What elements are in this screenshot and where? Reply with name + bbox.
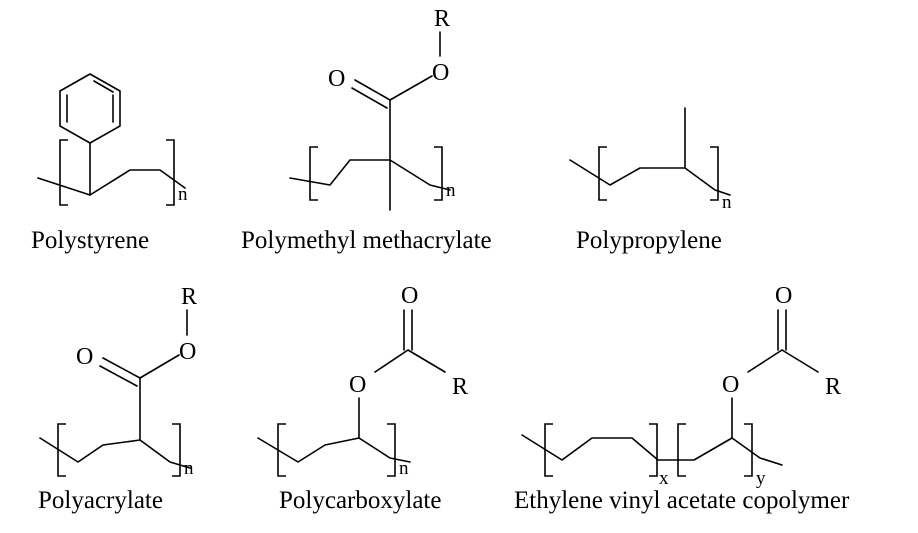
benzene-ring <box>59 73 121 144</box>
repeat-subscript: n <box>722 192 732 213</box>
polymethyl-methacrylate-structure: R O O n <box>289 6 456 211</box>
caption-polycarboxylate: Polycarboxylate <box>279 487 441 514</box>
polycarboxylate-structure: O R O n <box>257 283 468 479</box>
backbone-chain <box>521 434 783 466</box>
caption-polystyrene: Polystyrene <box>31 227 149 254</box>
backbone-chain <box>289 159 451 191</box>
left-bracket <box>277 423 286 477</box>
vinyl-acetate-left-bracket <box>677 423 686 477</box>
ethylene-right-bracket <box>649 423 658 477</box>
polypropylene-structure: n <box>569 107 732 213</box>
carbonyl-o-bond <box>374 349 409 373</box>
carbonyl-r-bond <box>781 349 819 373</box>
r-group-label: R <box>434 6 450 32</box>
carbonyl-r-bond <box>407 349 446 373</box>
caption-polymethyl-methacrylate: Polymethyl methacrylate <box>241 227 492 254</box>
backbone-chain <box>39 437 191 469</box>
caption-polyacrylate: Polyacrylate <box>38 487 163 514</box>
polyacrylate-structure: R O O n <box>39 284 197 479</box>
carbonyl-double-bond <box>354 79 391 101</box>
right-bracket <box>387 423 396 477</box>
o-carbonyl-bond <box>389 75 433 101</box>
backbone-chain <box>569 159 731 196</box>
carbonyl-oxygen-label: O <box>328 66 345 92</box>
r-group-label: R <box>825 374 841 400</box>
left-bracket <box>57 423 66 477</box>
repeat-subscript-x: x <box>659 468 669 489</box>
left-bracket <box>598 146 607 201</box>
carbonyl-oxygen-label: O <box>775 283 792 309</box>
carbonyl-o-bond <box>747 349 783 373</box>
carbonyl-oxygen-label: O <box>76 344 93 370</box>
left-bracket <box>309 146 318 201</box>
right-bracket <box>172 423 181 477</box>
ethylene-left-bracket <box>544 423 553 477</box>
ester-oxygen-label: O <box>722 372 739 398</box>
o-carbonyl-bond <box>139 354 180 379</box>
repeat-subscript: n <box>178 184 188 205</box>
repeat-subscript: n <box>399 458 409 479</box>
backbone-chain <box>257 437 411 463</box>
polystyrene-structure: n <box>37 73 188 206</box>
carbonyl-double-bond <box>99 365 138 387</box>
repeat-subscript: n <box>184 458 194 479</box>
carbonyl-double-bond <box>102 357 141 379</box>
ester-oxygen-label: O <box>179 339 196 365</box>
right-bracket <box>166 139 175 206</box>
eva-copolymer-structure: O R O x y <box>521 283 841 489</box>
carbonyl-double-bond <box>351 87 388 109</box>
right-bracket <box>434 146 443 201</box>
ester-oxygen-label: O <box>349 372 366 398</box>
right-bracket <box>710 146 719 201</box>
caption-eva-copolymer: Ethylene vinyl acetate copolymer <box>514 487 850 514</box>
r-group-label: R <box>452 374 468 400</box>
repeat-subscript-y: y <box>756 468 766 489</box>
vinyl-acetate-right-bracket <box>744 423 753 477</box>
ester-oxygen-label: O <box>432 60 449 86</box>
repeat-subscript: n <box>446 180 456 201</box>
backbone-chain <box>37 169 186 196</box>
caption-polypropylene: Polypropylene <box>576 227 722 254</box>
left-bracket <box>59 139 68 206</box>
carbonyl-oxygen-label: O <box>401 283 418 309</box>
r-group-label: R <box>181 284 197 310</box>
benzene-double-bond <box>93 80 114 93</box>
